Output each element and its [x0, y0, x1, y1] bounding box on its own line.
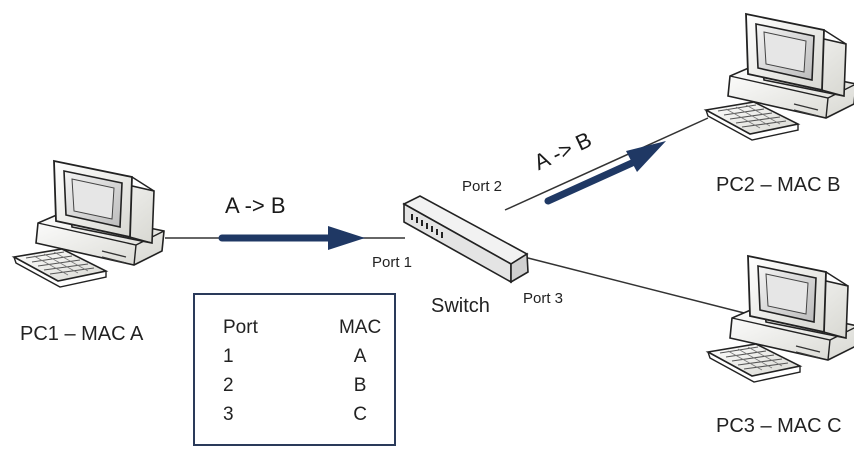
row-port: 3	[223, 403, 234, 425]
row-port: 1	[223, 345, 234, 367]
row-mac: B	[353, 374, 367, 396]
mac-table-grid: Port MAC 1 A 2 B 3 C	[217, 313, 394, 429]
flow-arrow-ingress	[218, 226, 365, 250]
pc1-desktop-computer-icon	[13, 160, 165, 288]
switch-label: Switch	[431, 295, 490, 317]
table-row: 3 C	[217, 400, 394, 429]
pc3-desktop-computer-icon	[707, 255, 854, 383]
table-row: 2 B	[217, 371, 394, 400]
pc2-label: PC2 – MAC B	[716, 174, 841, 196]
header-mac: MAC	[338, 316, 382, 338]
row-port: 2	[223, 374, 234, 396]
row-mac: C	[353, 403, 367, 425]
link-switch-pc2	[504, 117, 709, 211]
port3-label: Port 3	[523, 290, 564, 307]
header-port: Port	[223, 316, 258, 338]
flow-label-ingress: A -> B	[225, 193, 286, 218]
flow-arrow-egress	[544, 141, 666, 205]
row-mac: A	[353, 345, 367, 367]
port2-label: Port 2	[462, 178, 503, 195]
link-switch-pc3	[527, 257, 753, 316]
mac-table-header: Port MAC	[217, 313, 394, 342]
port1-label: Port 1	[372, 254, 413, 271]
pc1-label: PC1 – MAC A	[20, 323, 144, 345]
network-switch-icon	[402, 195, 529, 284]
pc2-desktop-computer-icon	[705, 13, 854, 141]
pc3-label: PC3 – MAC C	[716, 415, 842, 437]
table-row: 1 A	[217, 342, 394, 371]
mac-address-table: Port MAC 1 A 2 B 3 C	[193, 293, 396, 446]
